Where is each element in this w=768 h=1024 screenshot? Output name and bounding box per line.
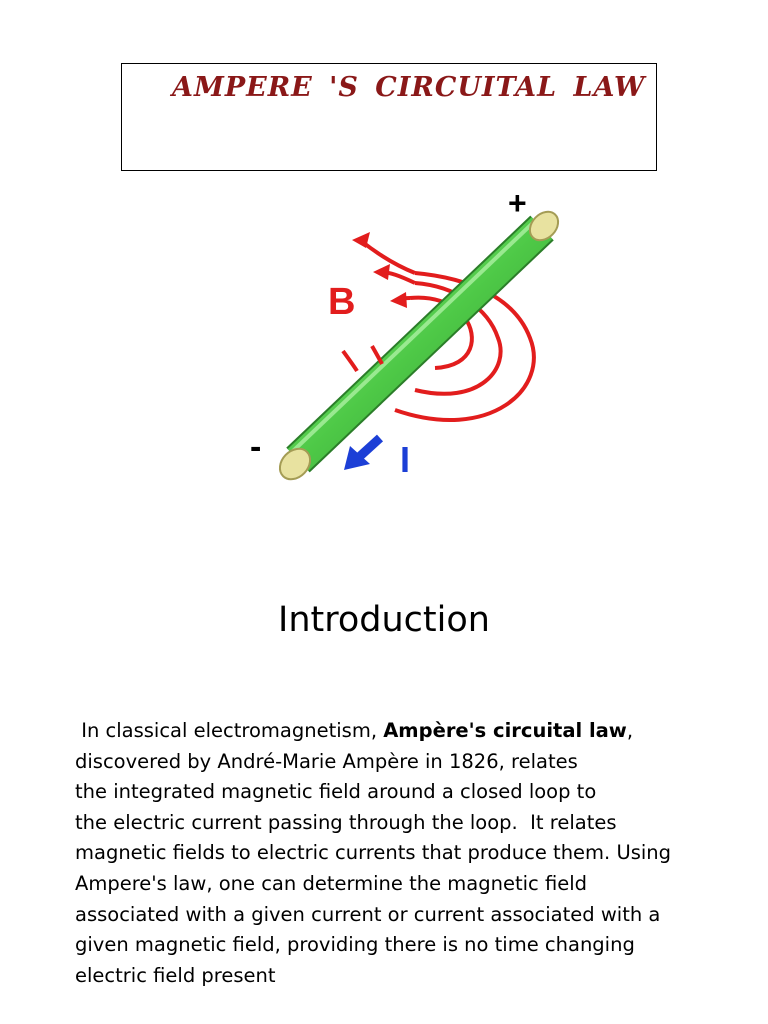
wire — [278, 210, 560, 481]
current-arrow — [344, 434, 384, 470]
section-heading: Introduction — [278, 600, 490, 640]
field-loop-stub-left — [341, 349, 359, 373]
paragraph-line: electric field present — [75, 963, 276, 987]
wire-cap-bottom — [278, 447, 312, 481]
paragraph-line: In classical electromagnetism, Ampère's … — [75, 716, 725, 747]
paragraph-line: Ampere's law, one can determine the magn… — [75, 871, 588, 895]
minus-label: - — [250, 428, 261, 466]
field-arrow-outer — [352, 232, 370, 248]
page-title: Ampere 's Circuital Law — [172, 72, 646, 103]
paragraph-line: the integrated magnetic field around a c… — [75, 780, 597, 804]
wire-cap-top — [528, 210, 560, 242]
field-arrow-middle — [373, 264, 390, 280]
paragraph-text: , — [626, 719, 634, 742]
plus-label: + — [508, 188, 527, 221]
term-highlight: Ampère's circuital law — [383, 719, 627, 742]
paragraph-line: the electric current passing through the… — [75, 810, 617, 834]
title-box: Ampere 's Circuital Law — [121, 63, 657, 171]
current-label: I — [400, 439, 410, 480]
field-label: B — [328, 281, 355, 323]
field-arrow-inner — [390, 292, 407, 308]
illustration-svg: + - B I — [250, 185, 560, 481]
paragraph-line: magnetic fields to electric currents tha… — [75, 841, 672, 865]
paragraph-line: given magnetic field, providing there is… — [75, 933, 635, 957]
intro-paragraph: In classical electromagnetism, Ampère's … — [75, 716, 725, 991]
paragraph-line: associated with a given current or curre… — [75, 902, 661, 926]
field-loop-stub-mid — [370, 345, 384, 365]
paragraph-text: In classical electromagnetism, — [75, 719, 384, 742]
paragraph-line: discovered by André-Marie Ampère in 1826… — [75, 749, 578, 773]
wire-field-illustration: + - B I — [230, 185, 560, 493]
